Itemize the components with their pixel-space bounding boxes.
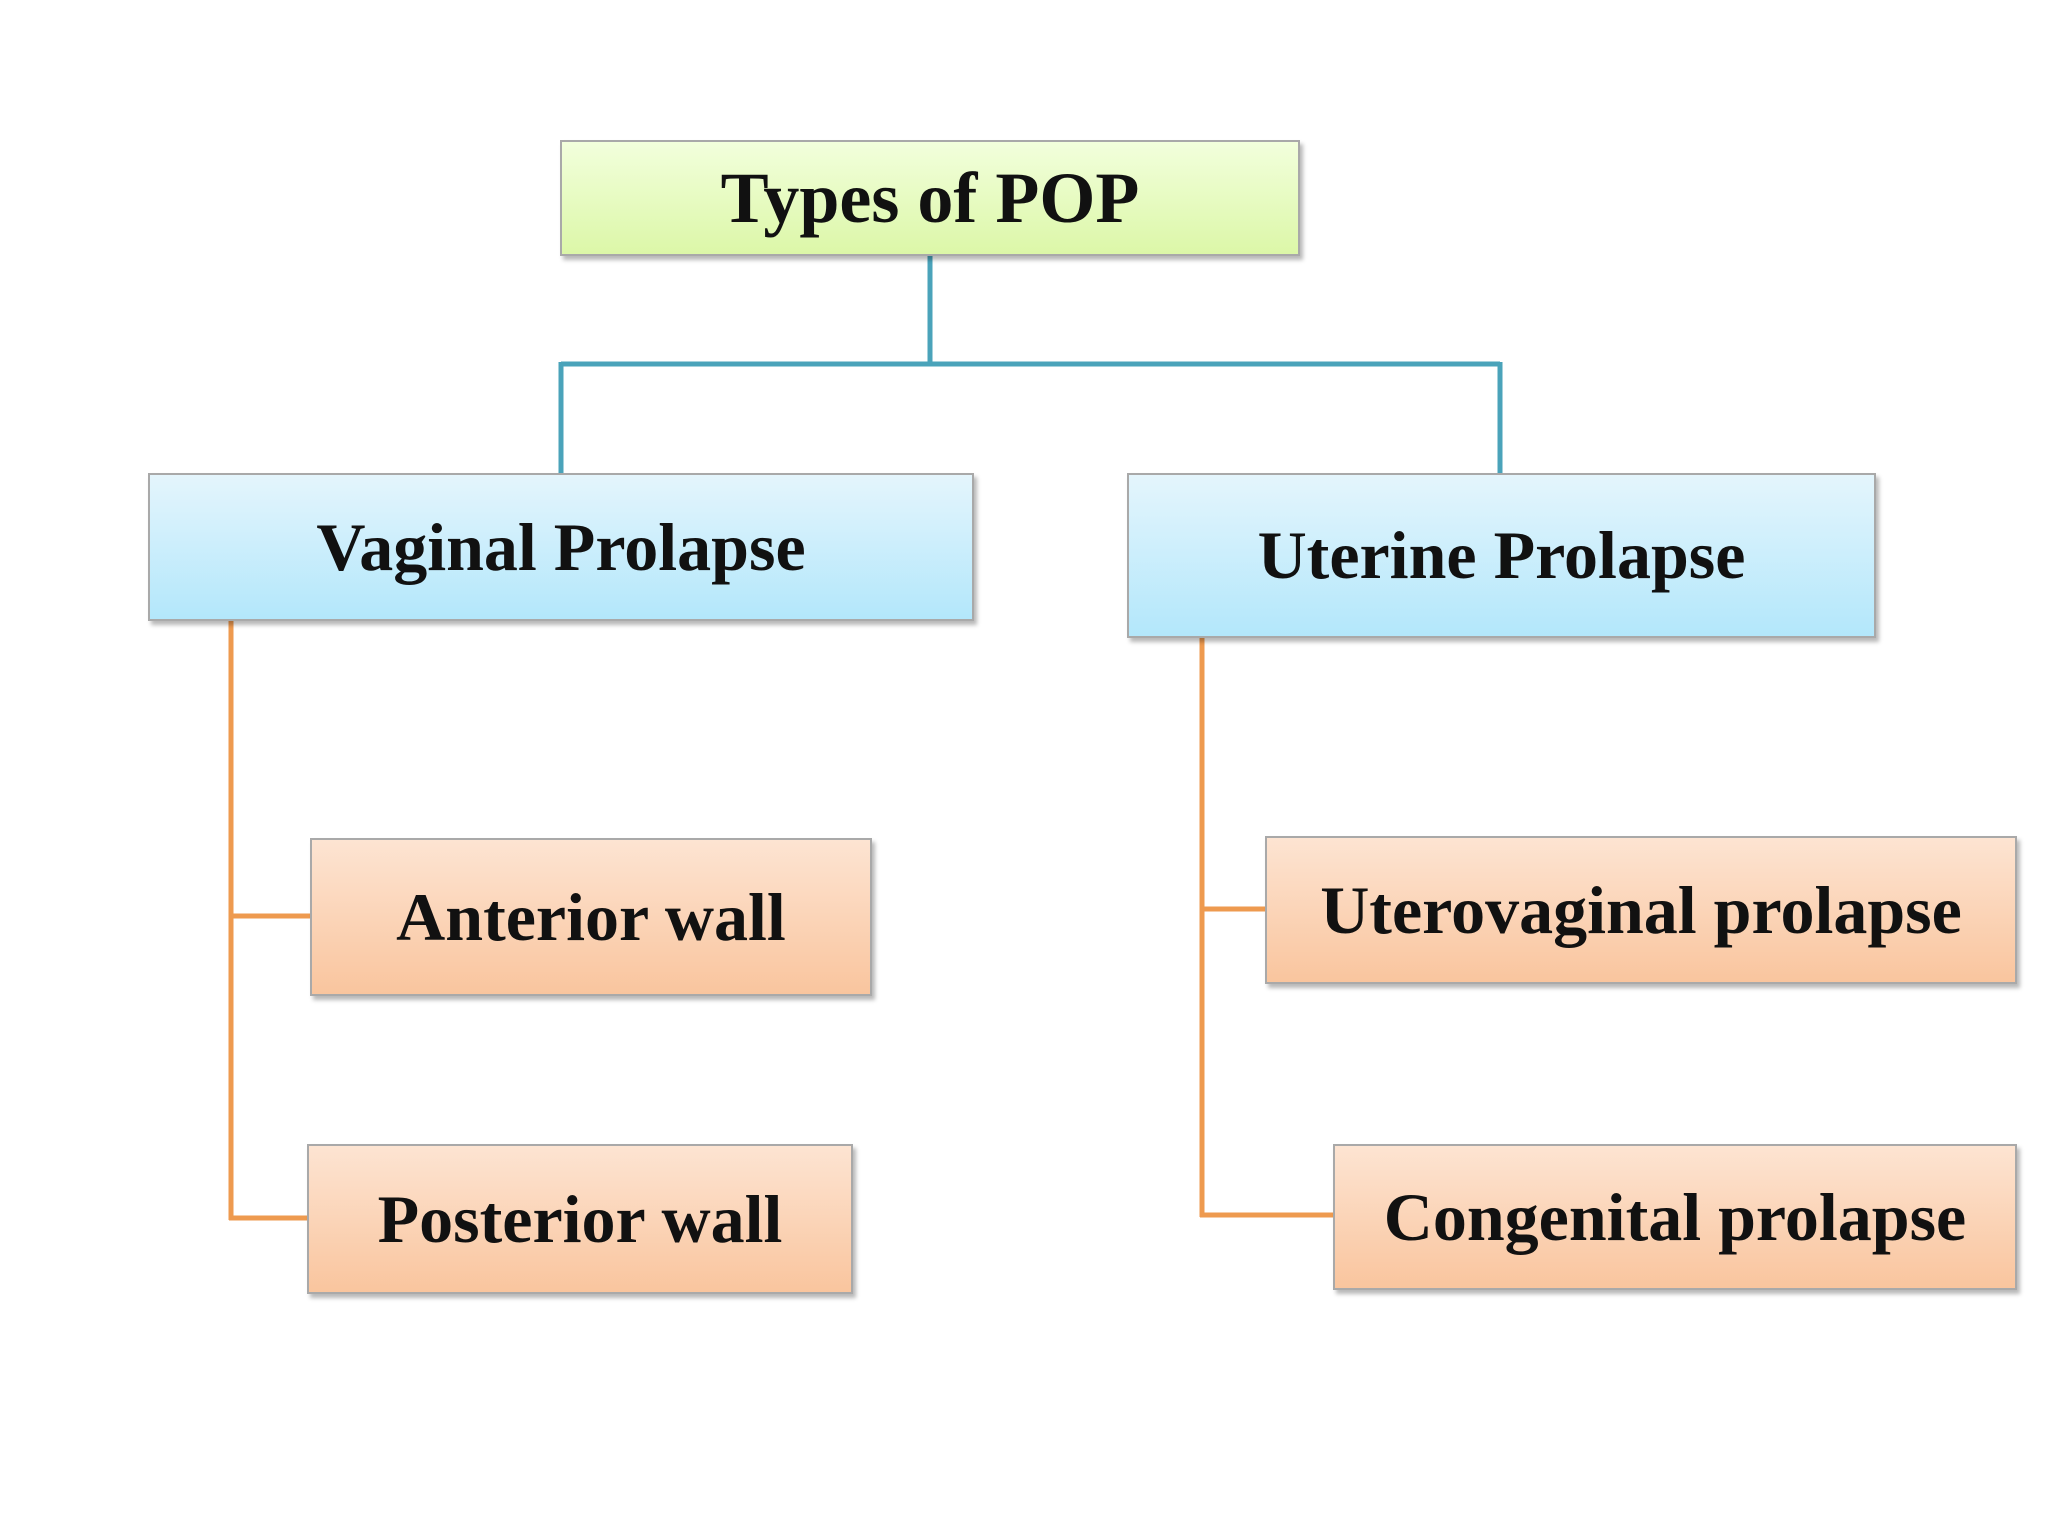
uterovaginal-prolapse-box: Uterovaginal prolapse xyxy=(1265,836,2017,984)
posterior-wall-label: Posterior wall xyxy=(377,1180,783,1257)
posterior-wall-box: Posterior wall xyxy=(307,1144,853,1294)
anterior-wall-box: Anterior wall xyxy=(310,838,872,996)
anterior-wall-label: Anterior wall xyxy=(396,878,786,955)
vaginal-prolapse-label: Vaginal Prolapse xyxy=(316,508,806,585)
uterovaginal-prolapse-label: Uterovaginal prolapse xyxy=(1320,871,1962,948)
congenital-prolapse-label: Congenital prolapse xyxy=(1383,1178,1967,1255)
uterine-prolapse-label: Uterine Prolapse xyxy=(1257,517,1746,593)
uterine-prolapse-box: Uterine Prolapse xyxy=(1127,473,1876,638)
vaginal-prolapse-box: Vaginal Prolapse xyxy=(148,473,974,621)
types-of-pop-label: Types of POP xyxy=(720,157,1140,238)
types-of-pop-box: Types of POP xyxy=(560,140,1300,256)
congenital-prolapse-box: Congenital prolapse xyxy=(1333,1144,2017,1290)
